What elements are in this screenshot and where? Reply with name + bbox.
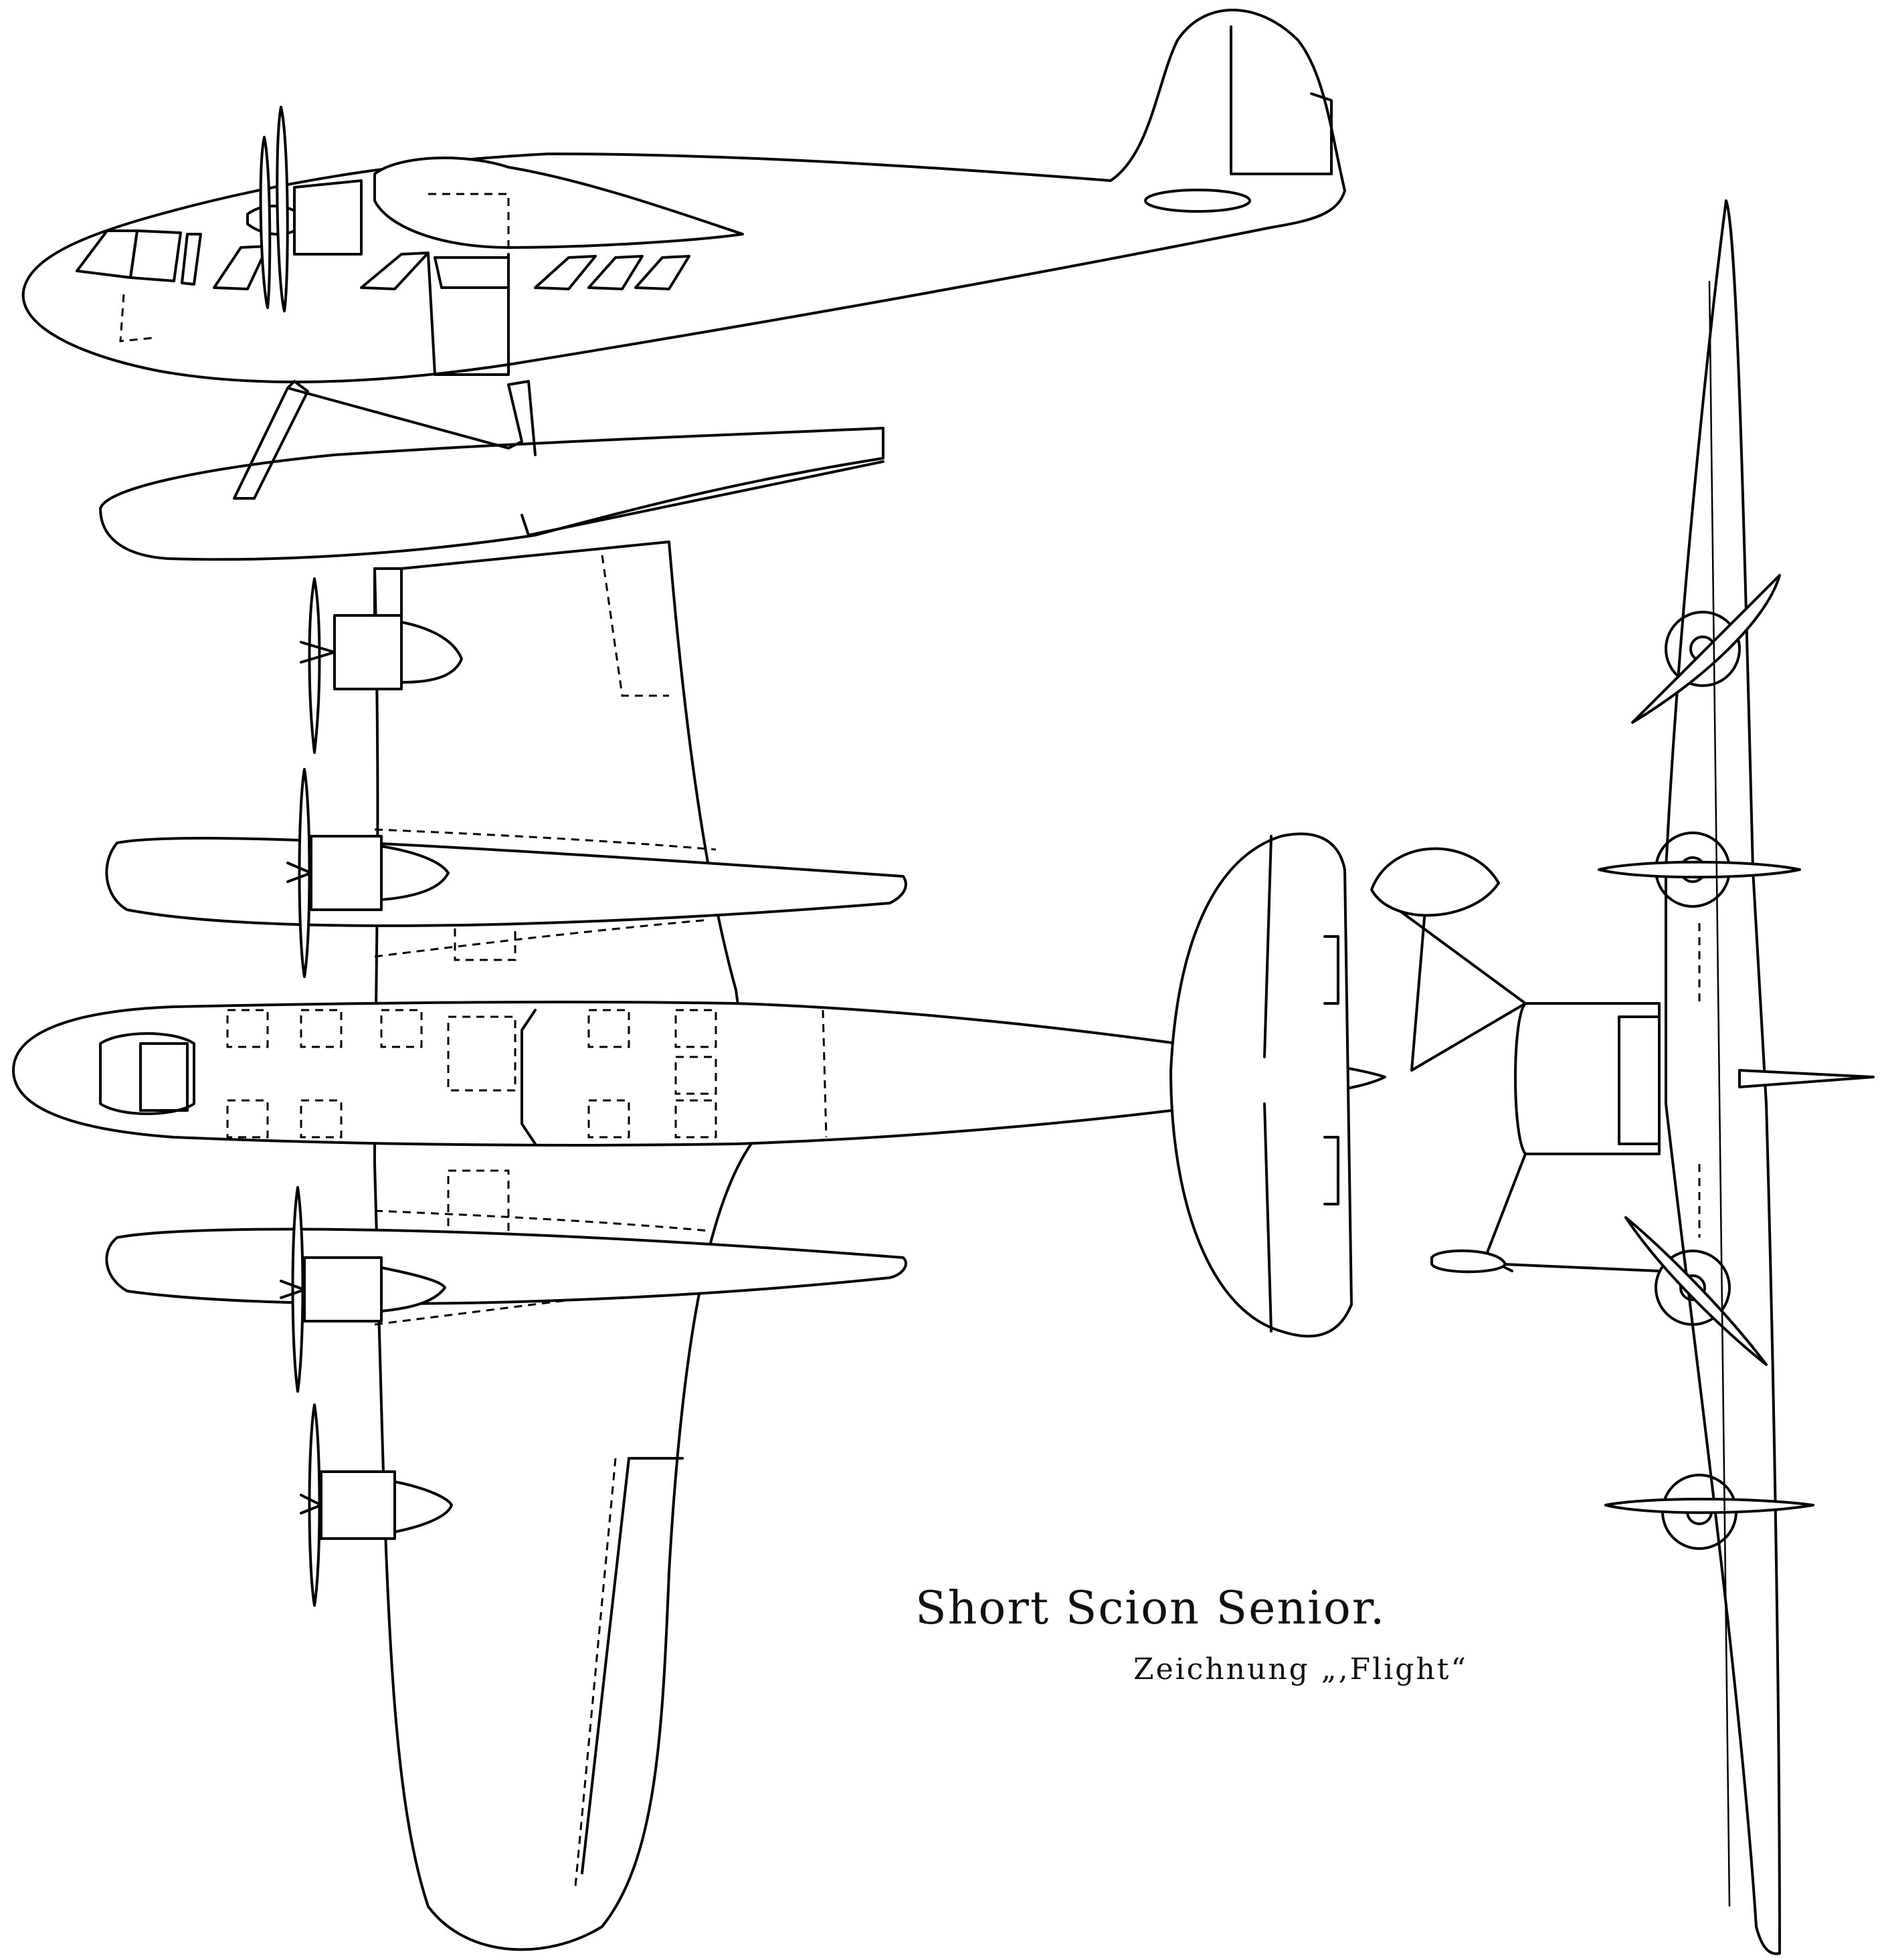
plan-flap-lower [574, 1458, 617, 1887]
front-float-strut-upper [1397, 908, 1527, 1072]
side-fuselage [21, 9, 1346, 384]
side-tailplane [1144, 189, 1251, 213]
front-float-small [1370, 847, 1500, 917]
side-engine-cowl [293, 179, 363, 256]
plan-cabin-divider [521, 1009, 537, 1145]
plan-float-upper [105, 837, 907, 927]
plan-propellers [280, 577, 336, 1607]
plan-aileron [581, 1457, 684, 1874]
front-float-small-2 [1430, 1249, 1507, 1274]
plan-cockpit-glass [139, 1042, 189, 1112]
side-rudder-tab [1310, 92, 1333, 175]
side-view [21, 9, 1346, 561]
front-propellers [1598, 574, 1814, 1550]
plan-float-lower [105, 1228, 907, 1305]
side-float-step [521, 460, 884, 536]
side-propeller-2 [276, 106, 289, 312]
side-propeller-1 [259, 136, 272, 309]
side-strut [427, 253, 510, 376]
plan-wing-spar-2 [374, 918, 710, 958]
plan-seats [226, 1009, 717, 1139]
plan-hatch-2 [447, 1169, 510, 1259]
side-door [428, 193, 510, 248]
plan-elevator-tab-2 [1323, 1136, 1339, 1205]
front-float-strut-horizontal [1504, 1263, 1661, 1272]
plan-fuselage [12, 1000, 1386, 1147]
side-float-strut-2 [286, 380, 537, 456]
side-window-5 [360, 252, 430, 290]
plan-elevator-tab-1 [1323, 935, 1339, 1005]
side-float [99, 427, 884, 561]
side-float-strut-1 [233, 380, 309, 500]
plan-cockpit [99, 1032, 195, 1115]
front-engine-radiator [1618, 1015, 1661, 1145]
side-window-8 [587, 255, 644, 290]
plan-wing-spar-3 [374, 1209, 710, 1232]
side-nacelle [373, 157, 744, 249]
drawing-title: Short Scion Senior. [915, 1582, 1386, 1635]
side-rudder [1230, 25, 1333, 175]
front-fin [1738, 1069, 1875, 1088]
side-window-2 [129, 229, 182, 282]
plan-nacelles [303, 614, 463, 1540]
side-window-7 [534, 255, 597, 290]
front-view [1370, 199, 1875, 1955]
plan-view [12, 541, 1386, 1951]
front-wing-dash-3 [1708, 280, 1731, 1907]
plan-fuselage-rear-dash [822, 1009, 828, 1138]
plan-elevator-hinge [1263, 835, 1273, 1333]
plan-wing-spar-1 [374, 828, 717, 851]
plan-flap-upper [601, 555, 669, 697]
side-window-3 [181, 233, 202, 286]
plan-tailplane [1169, 832, 1353, 1338]
side-nose-dash [119, 294, 155, 342]
drawing-credit: Zeichnung „,Flight“ [1133, 1652, 1468, 1686]
side-window-9 [634, 255, 690, 290]
